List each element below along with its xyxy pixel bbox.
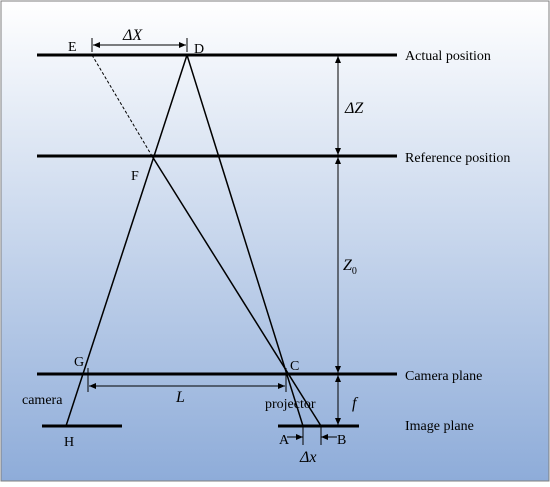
projector-label: projector [265,397,316,412]
Z0-label-subscript: 0 [352,266,357,277]
point-label-H: H [64,435,74,450]
camera-label: camera [22,393,63,408]
point-label-F: F [131,169,139,184]
L-label: L [175,389,185,406]
dashed-extension-E-to-F [91,54,153,157]
ray-D-to-A [186,54,304,427]
delta-x-label: Δx [299,449,317,466]
point-label-E: E [68,40,77,55]
image-plane-label: Image plane [405,419,474,434]
Z0-label-base: Z [343,257,353,274]
delta-X-label: ΔX [122,27,143,44]
reference-position-label: Reference position [405,151,510,166]
point-label-G: G [74,355,84,370]
Z0-label: Z0 [343,257,357,277]
point-label-D: D [194,42,204,57]
camera-ray-D-to-H [65,54,188,427]
actual-position-label: Actual position [405,49,491,64]
projector-ray-F-to-B [151,155,322,427]
point-label-A: A [279,433,290,448]
delta-Z-label: ΔZ [344,100,364,117]
f-label: f [352,395,359,412]
camera-plane-label: Camera plane [405,369,482,384]
point-label-B: B [337,433,346,448]
point-label-C: C [290,359,299,374]
